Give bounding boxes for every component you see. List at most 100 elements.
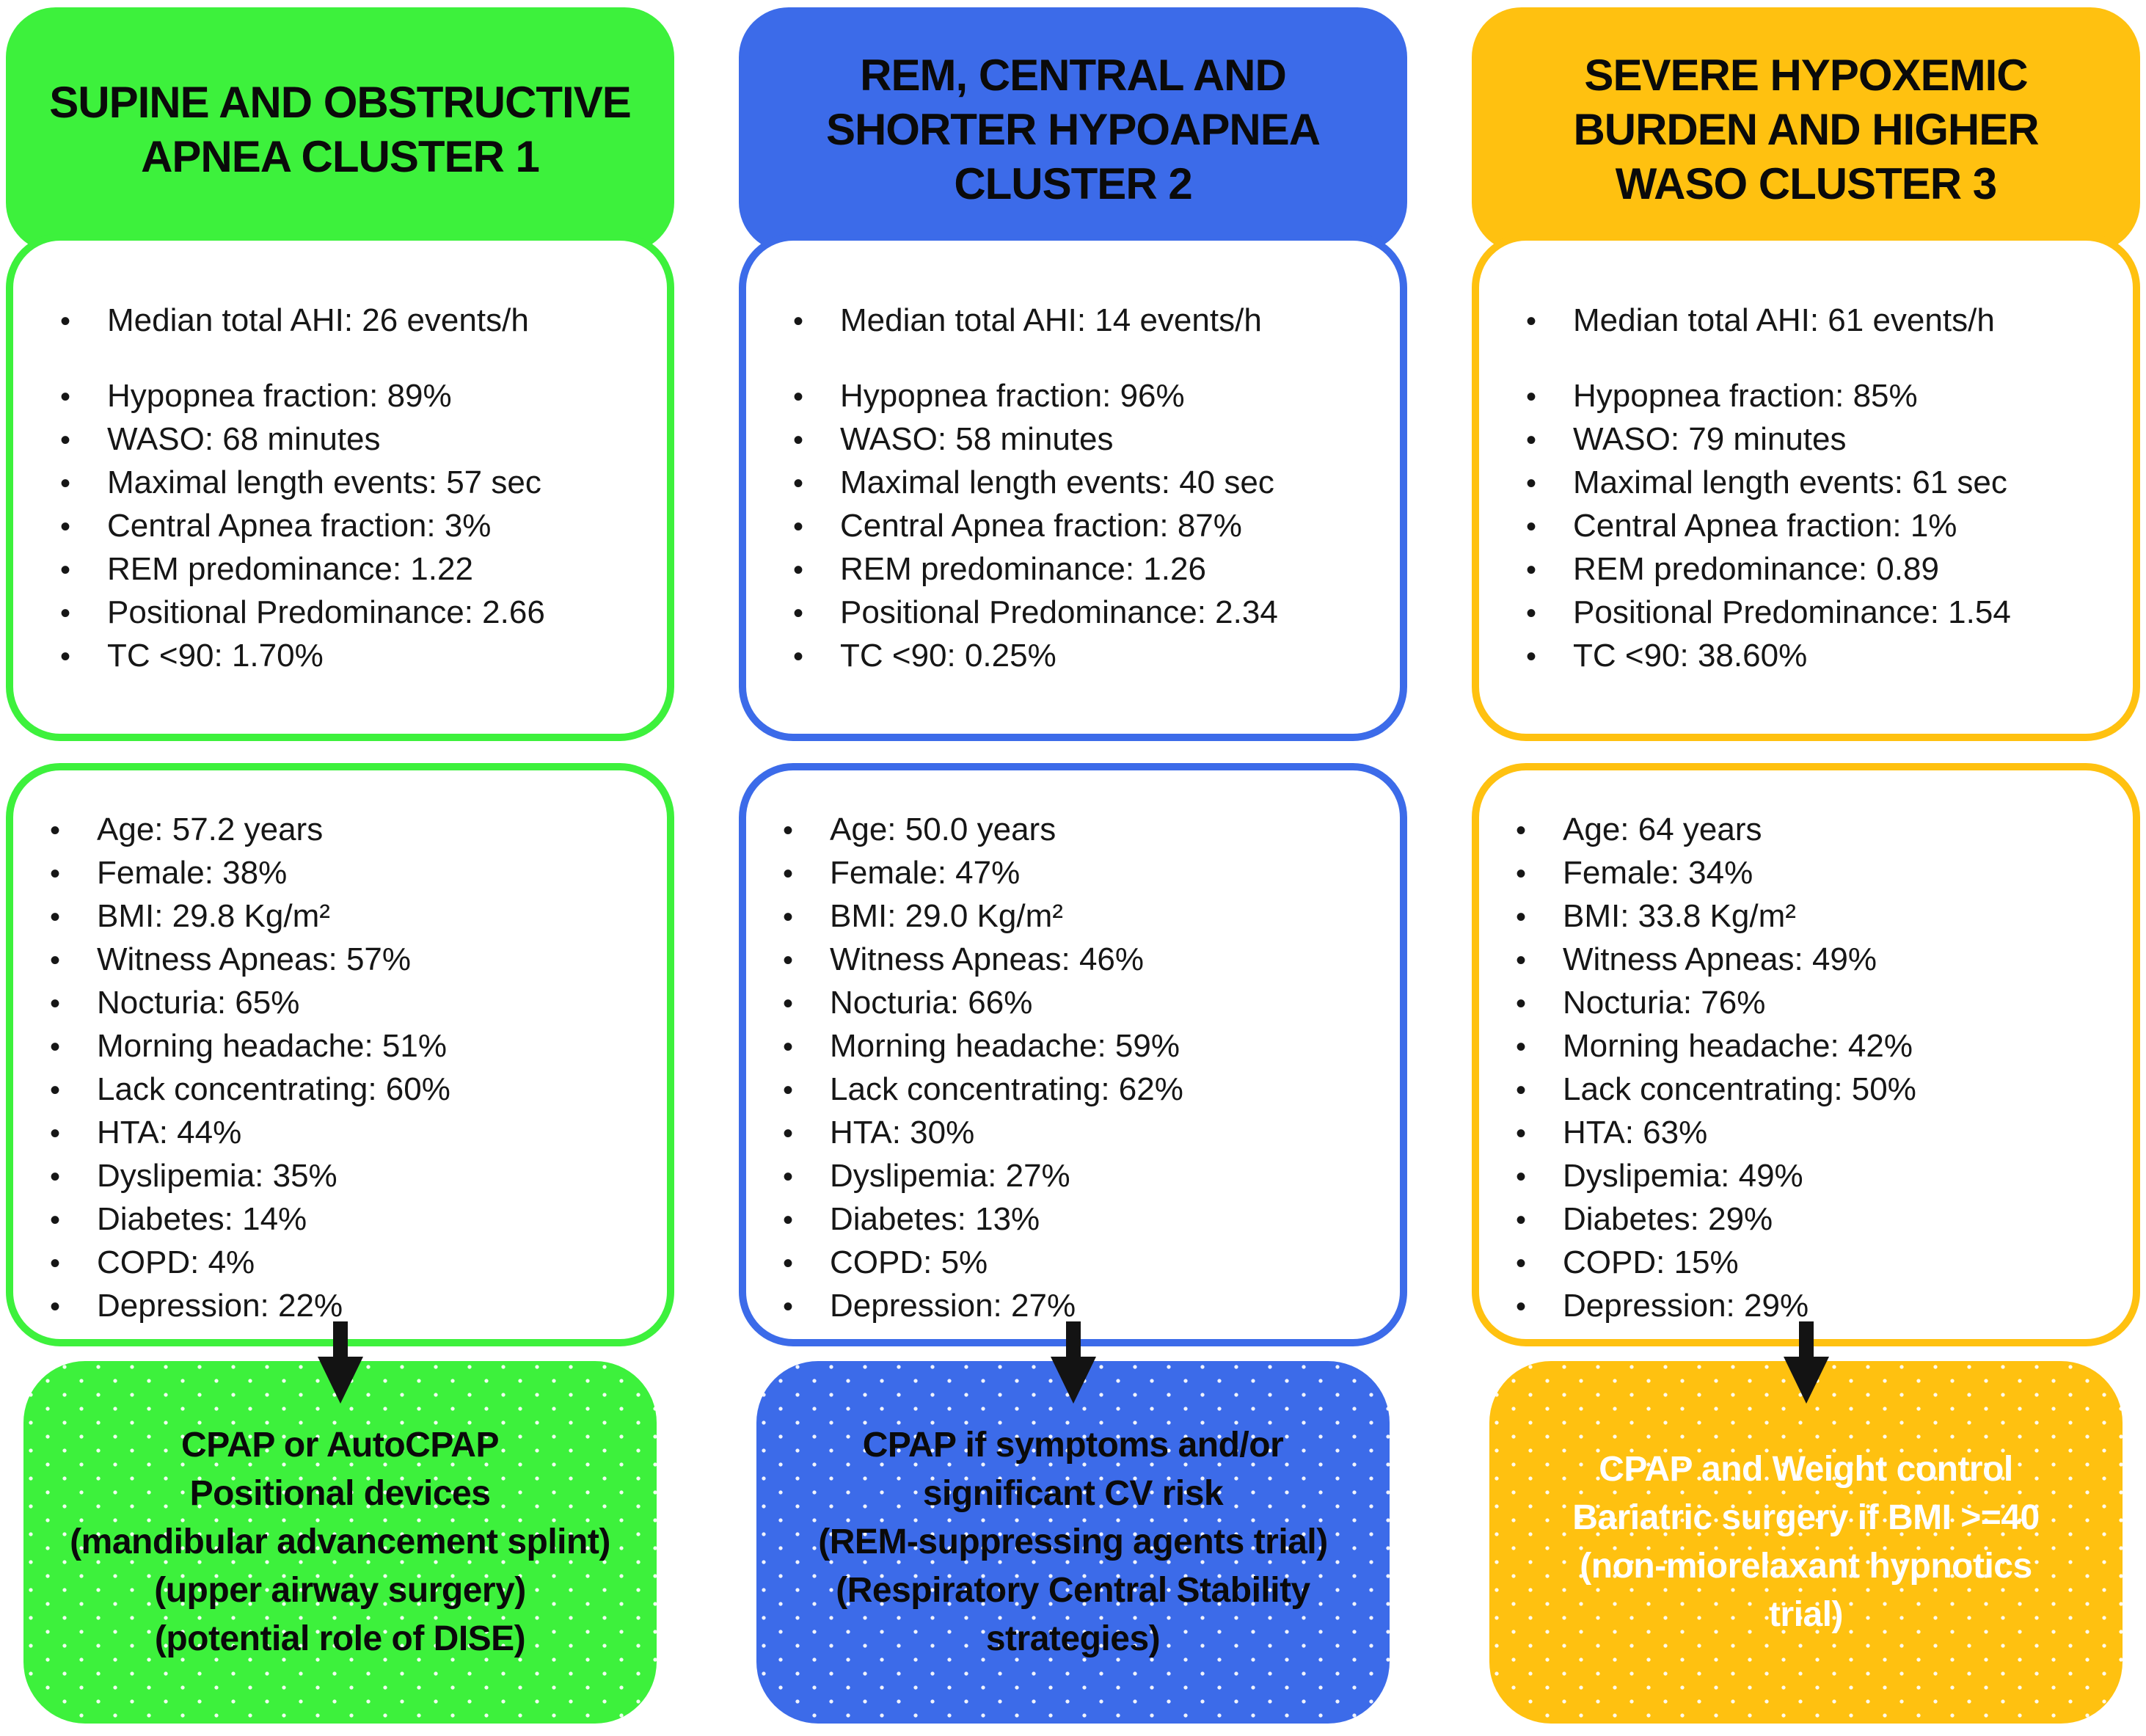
cluster-title-line: SUPINE AND OBSTRUCTIVE [49, 78, 632, 127]
metric-item: •TC <90: 38.60% [1526, 635, 2114, 678]
bullet-dot: • [50, 1161, 61, 1193]
metrics-list: •Median total AHI: 14 events/h •Hypopnea… [793, 299, 1381, 678]
bullet-dot: • [50, 988, 61, 1020]
cluster-title-line: BURDEN AND HIGHER [1573, 105, 2039, 154]
profile-item: •Morning headache: 42% [1516, 1025, 2114, 1068]
profile-item: •Lack concentrating: 60% [50, 1068, 648, 1112]
bullet-dot: • [1526, 424, 1537, 456]
metric-item: •Central Apnea fraction: 87% [793, 505, 1381, 548]
bullet-dot: • [1516, 814, 1527, 847]
bullet-dot: • [783, 1117, 794, 1150]
metric-item: •Central Apnea fraction: 3% [60, 505, 648, 548]
bullet-dot: • [793, 511, 804, 543]
bullet-dot: • [1516, 1161, 1527, 1193]
profile-item: •Witness Apneas: 49% [1516, 938, 2114, 982]
bullet-dot: • [50, 901, 61, 933]
bullet-dot: • [783, 814, 794, 847]
profile-item: •Nocturia: 76% [1516, 982, 2114, 1025]
cluster-3-treatment-box: CPAP and Weight control Bariatric surger… [1489, 1361, 2123, 1724]
cluster-2-treatment-box: CPAP if symptoms and/or significant CV r… [756, 1361, 1390, 1724]
bullet-dot: • [783, 944, 794, 977]
bullet-dot: • [50, 1247, 61, 1280]
profile-item: •Dyslipemia: 49% [1516, 1155, 2114, 1198]
profile-item: •Female: 47% [783, 852, 1381, 895]
profile-list: •Age: 64 years •Female: 34% •BMI: 33.8 K… [1516, 809, 2114, 1328]
treatment-line: CPAP if symptoms and/or [862, 1426, 1284, 1465]
bullet-dot: • [1526, 597, 1537, 630]
bullet-dot: • [60, 467, 71, 500]
treatment-line: (Respiratory Central Stability [836, 1571, 1310, 1610]
profile-item: •Depression: 22% [50, 1285, 648, 1328]
profile-item: •BMI: 29.0 Kg/m² [783, 895, 1381, 938]
bullet-dot: • [60, 381, 71, 413]
arrow-head [1783, 1357, 1829, 1404]
cluster-3-metrics-box: •Median total AHI: 61 events/h •Hypopnea… [1472, 233, 2140, 741]
bullet-dot: • [1516, 1247, 1527, 1280]
bullet-dot: • [50, 944, 61, 977]
profile-item: •Morning headache: 59% [783, 1025, 1381, 1068]
metric-item: •TC <90: 1.70% [60, 635, 648, 678]
down-arrow-icon [1472, 1321, 2140, 1404]
profile-item: •Diabetes: 29% [1516, 1198, 2114, 1241]
bullet-dot: • [1516, 1031, 1527, 1063]
profile-item: •BMI: 33.8 Kg/m² [1516, 895, 2114, 938]
bullet-dot: • [60, 641, 71, 673]
profile-item: •BMI: 29.8 Kg/m² [50, 895, 648, 938]
treatment-line: (upper airway surgery) [154, 1571, 526, 1610]
metric-item: •Central Apnea fraction: 1% [1526, 505, 2114, 548]
cluster-2-metrics-box: •Median total AHI: 14 events/h •Hypopnea… [739, 233, 1407, 741]
metric-item: •Maximal length events: 57 sec [60, 462, 648, 505]
metric-item: •Positional Predominance: 2.66 [60, 591, 648, 635]
treatment-line: (non-miorelaxant hypnotics [1580, 1547, 2032, 1586]
metric-item: •WASO: 68 minutes [60, 418, 648, 462]
arrow-tail [332, 1321, 348, 1357]
bullet-dot: • [50, 1031, 61, 1063]
bullet-dot: • [793, 305, 804, 338]
bullet-dot: • [793, 381, 804, 413]
bullet-dot: • [1516, 988, 1527, 1020]
cluster-3-column: SEVERE HYPOXEMIC BURDEN AND HIGHER WASO … [1472, 7, 2140, 1726]
cluster-title-line: APNEA CLUSTER 1 [141, 132, 540, 181]
profile-item: •HTA: 44% [50, 1112, 648, 1155]
cluster-title-line: SHORTER HYPOAPNEA [825, 105, 1321, 154]
cluster-1-header: SUPINE AND OBSTRUCTIVE APNEA CLUSTER 1 [6, 7, 674, 252]
treatment-line: strategies) [985, 1619, 1161, 1658]
treatment-line: Bariatric surgery if BMI >=40 [1572, 1498, 2040, 1537]
profile-item: •Female: 38% [50, 852, 648, 895]
bullet-dot: • [783, 1074, 794, 1106]
profile-item: •Age: 64 years [1516, 809, 2114, 852]
treatment-line: (REM-suppressing agents trial) [818, 1522, 1328, 1561]
bullet-dot: • [60, 424, 71, 456]
profile-item: •Age: 50.0 years [783, 809, 1381, 852]
cluster-3-profile-box: •Age: 64 years •Female: 34% •BMI: 33.8 K… [1472, 763, 2140, 1346]
cluster-3-header: SEVERE HYPOXEMIC BURDEN AND HIGHER WASO … [1472, 7, 2140, 252]
metric-item: •Hypopnea fraction: 89% [60, 375, 648, 418]
arrow-tail [1798, 1321, 1814, 1357]
arrow-tail [1065, 1321, 1081, 1357]
metric-item: •Maximal length events: 40 sec [793, 462, 1381, 505]
bullet-dot: • [783, 901, 794, 933]
bullet-dot: • [783, 1161, 794, 1193]
bullet-dot: • [1526, 305, 1537, 338]
bullet-dot: • [1516, 1074, 1527, 1106]
profile-item: •Nocturia: 66% [783, 982, 1381, 1025]
bullet-dot: • [50, 858, 61, 890]
cluster-title-line: REM, CENTRAL AND [860, 51, 1287, 100]
profile-item: •Depression: 27% [783, 1285, 1381, 1328]
bullet-dot: • [1516, 1117, 1527, 1150]
metric-item: •WASO: 58 minutes [793, 418, 1381, 462]
cluster-1-column: SUPINE AND OBSTRUCTIVE APNEA CLUSTER 1 •… [6, 7, 674, 1726]
treatment-line: (mandibular advancement splint) [70, 1522, 610, 1561]
treatment-line: significant CV risk [922, 1474, 1224, 1513]
profile-item: •HTA: 30% [783, 1112, 1381, 1155]
metric-item: •REM predominance: 1.22 [60, 548, 648, 591]
bullet-dot: • [783, 1031, 794, 1063]
cluster-2-profile-box: •Age: 50.0 years •Female: 47% •BMI: 29.0… [739, 763, 1407, 1346]
bullet-dot: • [783, 1204, 794, 1236]
metric-item: •REM predominance: 1.26 [793, 548, 1381, 591]
treatment-line: (potential role of DISE) [154, 1619, 526, 1658]
down-arrow-icon [6, 1321, 674, 1404]
profile-item: •Depression: 29% [1516, 1285, 2114, 1328]
cluster-title-line: CLUSTER 2 [954, 159, 1192, 208]
